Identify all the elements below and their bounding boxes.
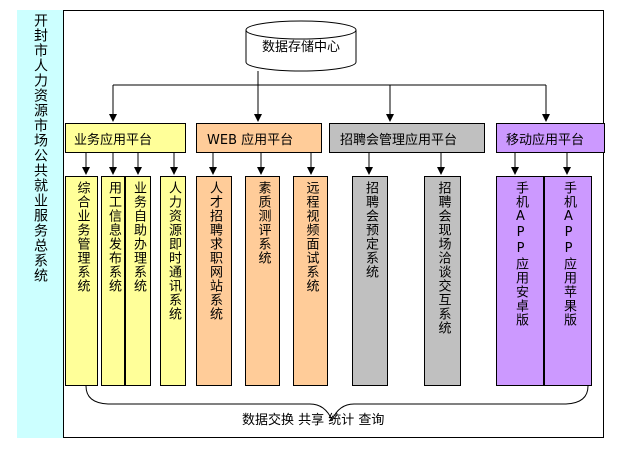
system-box: 素质测评系统 <box>245 176 280 386</box>
system-label: 人才招聘求职网站系统 <box>207 181 222 321</box>
system-label: 手机APP应用安卓版 <box>513 181 528 327</box>
platform-yewu-label: 业务应用平台 <box>74 132 153 148</box>
system-label: 综合业务管理系统 <box>74 181 90 293</box>
platform-web: WEB 应用平台 <box>196 123 322 153</box>
system-box: 远程视频面试系统 <box>293 176 328 386</box>
footer-label: 数据交换 共享 统计 查询 <box>242 413 385 428</box>
system-label: 招聘会现场洽谈交互系统 <box>435 181 451 335</box>
platform-zhaopinhui: 招聘会管理应用平台 <box>329 123 485 153</box>
database-cylinder-icon <box>245 20 357 72</box>
system-label: 人力资源即时通讯系统 <box>166 181 181 321</box>
platform-zhaopinhui-label: 招聘会管理应用平台 <box>340 132 458 148</box>
system-label: 手机APP应用苹果版 <box>561 181 576 327</box>
platform-web-label: WEB 应用平台 <box>207 132 294 148</box>
bottom-brace <box>85 385 589 422</box>
platform-yewu: 业务应用平台 <box>65 123 186 153</box>
system-box: 招聘会预定系统 <box>352 176 388 386</box>
system-box: 招聘会现场洽谈交互系统 <box>424 176 461 386</box>
system-box: 人力资源即时通讯系统 <box>160 176 186 386</box>
system-box: 业务自助办理系统 <box>125 176 151 386</box>
system-box: 手机APP应用苹果版 <box>544 176 592 386</box>
system-box: 用工信息发布系统 <box>101 176 125 386</box>
system-box: 人才招聘求职网站系统 <box>196 176 232 386</box>
system-label: 招聘会预定系统 <box>363 181 378 279</box>
sidebar-title: 开封市人力资源市场公共就业服务总系统 <box>32 13 48 283</box>
system-label: 业务自助办理系统 <box>131 181 146 293</box>
system-label: 远程视频面试系统 <box>303 181 319 293</box>
system-label: 用工信息发布系统 <box>106 181 121 293</box>
storage-label: 数据存储中心 <box>261 40 340 55</box>
system-box: 综合业务管理系统 <box>65 176 98 386</box>
platform-mobile: 移动应用平台 <box>496 123 605 153</box>
platform-mobile-label: 移动应用平台 <box>506 132 585 148</box>
sidebar: 开封市人力资源市场公共就业服务总系统 <box>17 10 64 438</box>
system-label: 素质测评系统 <box>255 181 271 265</box>
system-box: 手机APP应用安卓版 <box>496 176 544 386</box>
